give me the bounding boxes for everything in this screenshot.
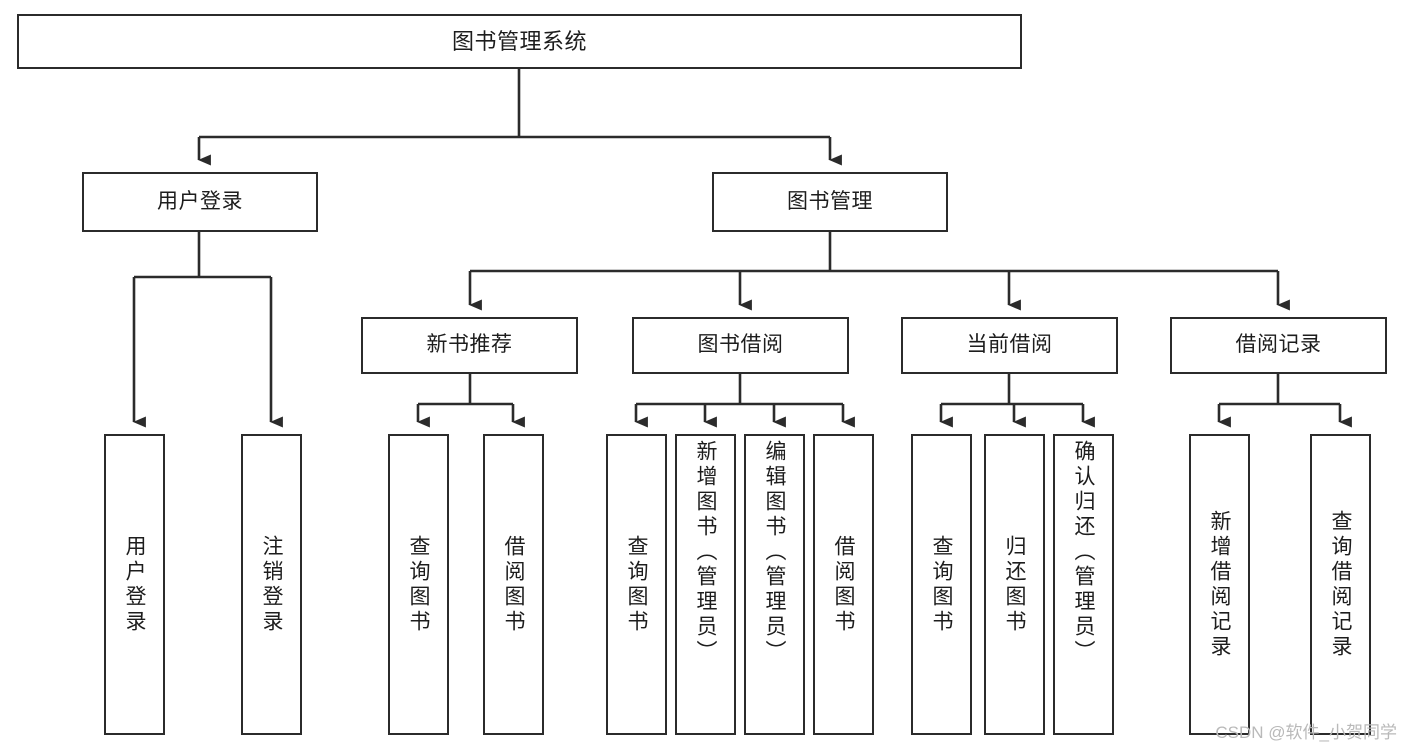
node-leaf-edit-book-admin-label: 编辑图书（管理员） [763, 440, 786, 665]
node-leaf-query-borrow-record-label: 查询借阅记录 [1329, 509, 1352, 660]
node-leaf-borrow-book-2-label: 借阅图书 [832, 534, 855, 635]
node-leaf-borrow-book-1-label: 借阅图书 [502, 534, 525, 635]
node-user-login-label: 用户登录 [157, 189, 243, 213]
node-user-login[interactable]: 用户登录 [82, 172, 318, 232]
node-leaf-query-book-3[interactable]: 查询图书 [911, 434, 972, 735]
node-current-borrow-label: 当前借阅 [966, 333, 1053, 357]
node-leaf-query-borrow-record[interactable]: 查询借阅记录 [1310, 434, 1371, 735]
node-leaf-query-book-1[interactable]: 查询图书 [388, 434, 449, 735]
node-leaf-query-book-3-label: 查询图书 [930, 534, 953, 635]
node-leaf-query-book-2-label: 查询图书 [625, 534, 648, 635]
node-leaf-borrow-book-1[interactable]: 借阅图书 [483, 434, 544, 735]
node-borrow-record[interactable]: 借阅记录 [1170, 317, 1387, 374]
node-current-borrow[interactable]: 当前借阅 [901, 317, 1118, 374]
node-book-management[interactable]: 图书管理 [712, 172, 948, 232]
node-borrow-record-label: 借阅记录 [1235, 333, 1322, 357]
node-leaf-confirm-return-admin-label: 确认归还（管理员） [1072, 440, 1095, 665]
node-leaf-logout[interactable]: 注销登录 [241, 434, 302, 735]
node-leaf-logout-label: 注销登录 [260, 534, 283, 635]
node-root-system[interactable]: 图书管理系统 [17, 14, 1022, 69]
node-new-book-recommend[interactable]: 新书推荐 [361, 317, 578, 374]
node-leaf-user-login[interactable]: 用户登录 [104, 434, 165, 735]
node-leaf-query-book-1-label: 查询图书 [407, 534, 430, 635]
node-root-system-label: 图书管理系统 [451, 28, 587, 54]
node-leaf-add-borrow-record[interactable]: 新增借阅记录 [1189, 434, 1250, 735]
node-leaf-query-book-2[interactable]: 查询图书 [606, 434, 667, 735]
node-leaf-user-login-label: 用户登录 [123, 534, 146, 635]
node-leaf-add-borrow-record-label: 新增借阅记录 [1208, 509, 1231, 660]
node-leaf-return-book-label: 归还图书 [1003, 534, 1026, 635]
node-new-book-recommend-label: 新书推荐 [426, 333, 513, 357]
node-leaf-return-book[interactable]: 归还图书 [984, 434, 1045, 735]
node-book-management-label: 图书管理 [787, 189, 873, 213]
node-book-borrow-label: 图书借阅 [697, 333, 784, 357]
node-leaf-add-book-admin[interactable]: 新增图书（管理员） [675, 434, 736, 735]
node-leaf-add-book-admin-label: 新增图书（管理员） [694, 440, 717, 665]
node-leaf-edit-book-admin[interactable]: 编辑图书（管理员） [744, 434, 805, 735]
node-leaf-borrow-book-2[interactable]: 借阅图书 [813, 434, 874, 735]
node-book-borrow[interactable]: 图书借阅 [632, 317, 849, 374]
node-leaf-confirm-return-admin[interactable]: 确认归还（管理员） [1053, 434, 1114, 735]
watermark-text: CSDN @软件_小贺同学 [1215, 723, 1397, 742]
